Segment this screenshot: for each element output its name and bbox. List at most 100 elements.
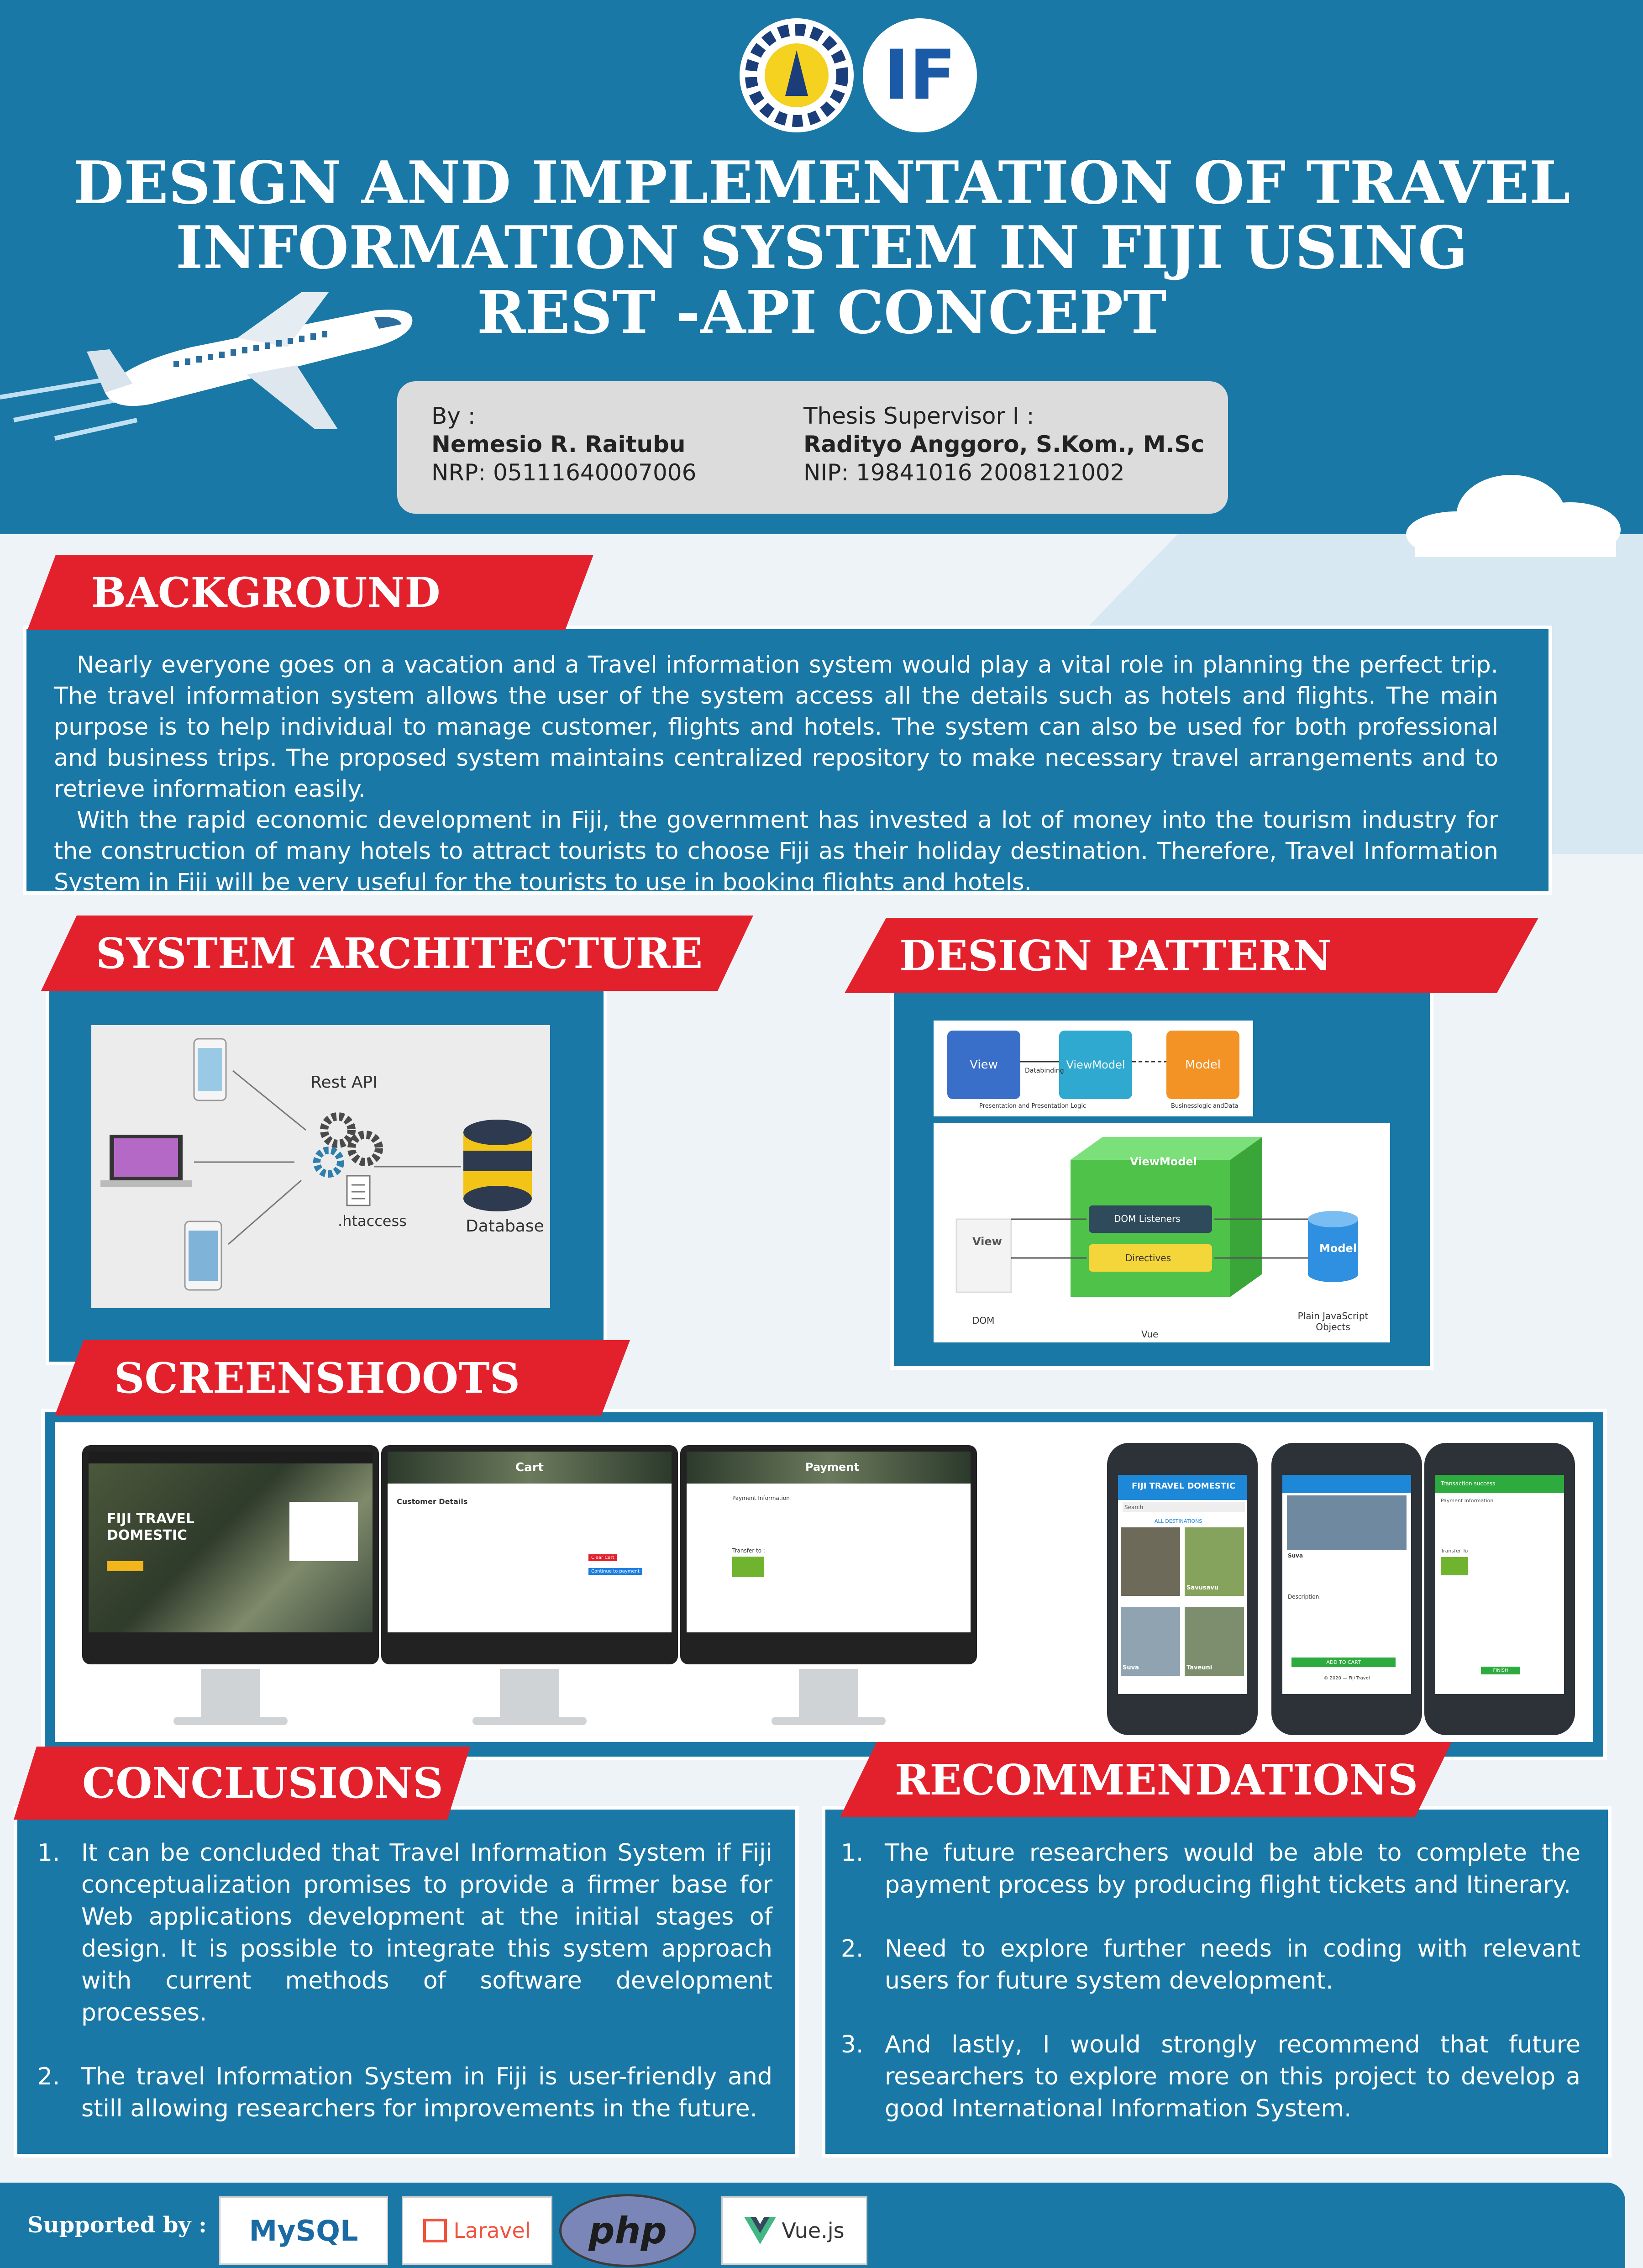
screenshots-heading: SCREENSHOOTS: [55, 1340, 630, 1416]
conclusions-heading: CONCLUSIONS: [14, 1747, 470, 1820]
dom-listeners-label: DOM Listeners: [1114, 1213, 1181, 1224]
phone1-title: FIJI TRAVEL DOMESTIC: [1132, 1481, 1236, 1491]
mvvm-diagram-top: View ViewModel Model Databinding Present…: [934, 1021, 1253, 1116]
home-title-2: DOMESTIC: [107, 1527, 188, 1543]
business-logic-label: Businesslogic andData: [1171, 1103, 1239, 1110]
architecture-heading-text: SYSTEM ARCHITECTURE: [96, 928, 703, 978]
payment-title: Payment: [805, 1461, 859, 1473]
phone3-title: Transaction success: [1441, 1480, 1496, 1487]
phone3-finish-button: FINISH: [1481, 1667, 1520, 1674]
home-login-panel: [289, 1502, 358, 1561]
phone3-bsp-logo: [1441, 1557, 1468, 1575]
recommendation-item-1: The future researchers would be able to …: [871, 1837, 1580, 1901]
background-heading: BACKGROUND: [27, 555, 593, 630]
cart-title: Cart: [515, 1461, 544, 1474]
cart-clear-button: Clear Cart: [588, 1554, 617, 1561]
viewmodel-block: ViewModel: [1059, 1031, 1132, 1099]
phone2-add-to-cart: ADD TO CART: [1291, 1658, 1396, 1667]
background-paragraph-2: With the rapid economic development in F…: [54, 807, 1498, 896]
background-box: Nearly everyone goes on a vacation and a…: [23, 626, 1552, 896]
recommendations-heading: RECOMMENDATIONS: [840, 1742, 1452, 1817]
phone1-search: Search: [1123, 1502, 1245, 1512]
model-block-label: Model: [1185, 1058, 1221, 1072]
supervisor-label: Thesis Supervisor I :: [803, 403, 1034, 429]
dom-label: DOM: [972, 1315, 995, 1326]
phone1-tile-savusavu: Savusavu: [1186, 1584, 1219, 1591]
mvvm-diagram-bottom: ViewModel DOM Listeners Directives View …: [934, 1123, 1390, 1342]
title-line-1: DESIGN AND IMPLEMENTATION OF TRAVEL: [73, 149, 1570, 217]
supervisor-name: Radityo Anggoro, S.Kom., M.Sc: [803, 431, 1205, 458]
bsp-logo: [732, 1557, 764, 1577]
conclusions-list: It can be concluded that Travel Informat…: [26, 1837, 772, 2125]
web-screenshot-cart: Cart Customer Details Clear Cart Continu…: [381, 1445, 678, 1725]
recommendations-box: The future researchers would be able to …: [822, 1806, 1612, 2157]
view-block: View: [947, 1031, 1020, 1099]
mobile-screenshot-detail: Suva Description: ADD TO CART © 2020 — F…: [1271, 1443, 1422, 1735]
airplane-icon: [0, 292, 413, 441]
recommendation-item-3: And lastly, I would strongly recommend t…: [871, 2029, 1580, 2125]
if-logo: IF: [863, 18, 977, 132]
vue-icon: [744, 2217, 777, 2244]
recommendations-heading-text: RECOMMENDATIONS: [895, 1755, 1418, 1805]
web-screenshot-home: FIJI TRAVEL DOMESTIC: [82, 1445, 379, 1725]
presentation-logic-label: Presentation and Presentation Logic: [979, 1103, 1087, 1110]
mobile-screenshot-destinations: FIJI TRAVEL DOMESTIC Search ALL DESTINAT…: [1107, 1443, 1258, 1735]
phone1-tile-suva: Suva: [1123, 1664, 1139, 1671]
directives-label: Directives: [1125, 1252, 1171, 1263]
vm-view-label: View: [972, 1235, 1002, 1248]
vue-label: Vue: [1141, 1329, 1159, 1340]
viewmodel-block-label: ViewModel: [1066, 1058, 1125, 1071]
phone1-caption: ALL DESTINATIONS: [1155, 1518, 1202, 1524]
laravel-logo: Laravel: [402, 2196, 552, 2265]
background-heading-text: BACKGROUND: [91, 568, 441, 617]
architecture-heading: SYSTEM ARCHITECTURE: [41, 916, 753, 991]
author-name: Nemesio R. Raitubu: [431, 431, 686, 458]
php-logo: php: [559, 2194, 696, 2267]
mobile-screenshot-transaction: Transaction success Payment Information …: [1424, 1443, 1575, 1735]
vm-model-label: Model: [1319, 1242, 1357, 1255]
mysql-logo: MySQL: [219, 2196, 388, 2265]
phone2-place: Suva: [1288, 1552, 1303, 1559]
title-line-3: REST -API CONCEPT: [477, 279, 1167, 347]
model-block: Model: [1166, 1031, 1239, 1099]
conclusion-item-1: It can be concluded that Travel Informat…: [68, 1837, 772, 2029]
home-title-1: FIJI TRAVEL: [107, 1511, 194, 1527]
its-logo: [740, 18, 854, 132]
conclusion-item-2: The travel Information System in Fiji is…: [68, 2061, 772, 2125]
phone3-transfer: Transfer To: [1441, 1548, 1468, 1554]
plain-js-label: Plain JavaScript Objects: [1294, 1310, 1372, 1332]
phone2-description: Description:: [1288, 1594, 1321, 1600]
web-screenshot-payment: Payment Payment Information Transfer to …: [680, 1445, 977, 1725]
design-heading-text: DESIGN PATTERN: [899, 931, 1332, 980]
phone3-payment-info: Payment Information: [1441, 1498, 1494, 1504]
payment-info: Payment Information: [732, 1495, 790, 1501]
author-label: By :: [431, 403, 476, 429]
vue-logo-text: Vue.js: [782, 2218, 845, 2243]
payment-transfer: Transfer to :: [732, 1547, 765, 1554]
recommendation-item-2: Need to explore further needs in coding …: [871, 1933, 1580, 1997]
vm-viewmodel-label: ViewModel: [1130, 1155, 1197, 1168]
title-line-2: INFORMATION SYSTEM IN FIJI USING: [175, 214, 1468, 282]
laravel-logo-text: Laravel: [453, 2218, 531, 2243]
mysql-logo-text: MySQL: [249, 2214, 358, 2247]
phone2-footer: © 2020 — Fiji Travel: [1323, 1676, 1370, 1681]
architecture-diagram: Rest API .htaccess Database: [91, 1025, 550, 1308]
cart-continue-button: Continue to payment: [588, 1568, 642, 1575]
phone1-tile-taveuni: Taveuni: [1186, 1664, 1213, 1671]
poster-title: DESIGN AND IMPLEMENTATION OF TRAVEL INFO…: [68, 151, 1575, 345]
background-paragraph-1: Nearly everyone goes on a vacation and a…: [54, 652, 1498, 803]
design-heading: DESIGN PATTERN: [845, 918, 1538, 993]
footer-label: Supported by :: [27, 2212, 207, 2238]
author-box: By : Nemesio R. Raitubu NRP: 05111640007…: [397, 381, 1228, 514]
view-block-label: View: [970, 1058, 998, 1072]
author-id: NRP: 05111640007006: [431, 459, 697, 486]
home-cta-button: [107, 1561, 143, 1571]
php-logo-text: php: [588, 2209, 667, 2252]
cart-customer-details: Customer Details: [397, 1497, 468, 1506]
vue-logo: Vue.js: [721, 2196, 867, 2265]
cloud-icon: [1406, 475, 1621, 557]
plain-js-text: Plain JavaScript: [1297, 1310, 1369, 1321]
database-label: Database: [466, 1217, 544, 1236]
screenshots-heading-text: SCREENSHOOTS: [114, 1353, 520, 1403]
objects-text: Objects: [1316, 1321, 1350, 1332]
